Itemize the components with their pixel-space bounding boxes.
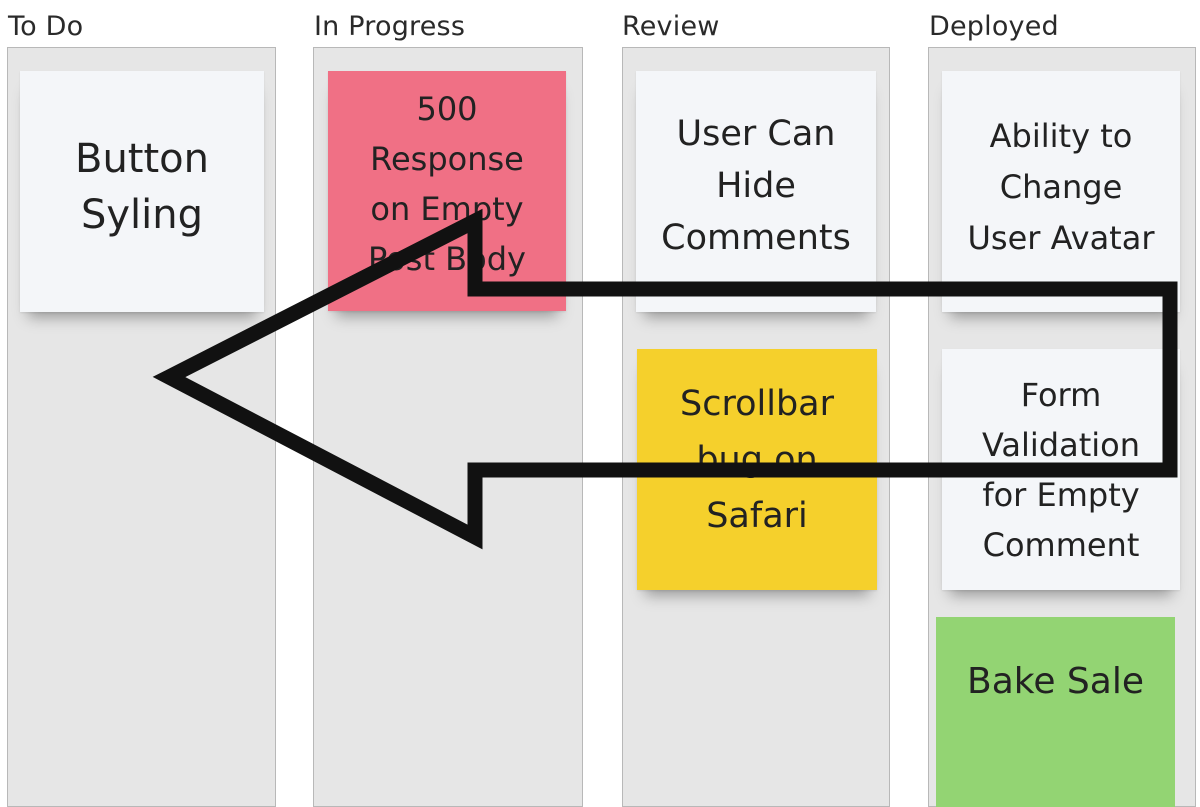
column-title-todo: To Do <box>8 11 84 42</box>
column-title-review: Review <box>622 11 720 42</box>
sticky-note-text: Bake Sale <box>967 661 1144 702</box>
sticky-note-text: Form Validation for Empty Comment <box>981 375 1140 564</box>
sticky-note-form-validation[interactable]: Form Validation for Empty Comment <box>942 349 1180 590</box>
sticky-note-button-styling[interactable]: Button Syling <box>20 71 264 312</box>
column-title-deployed: Deployed <box>929 11 1059 42</box>
sticky-note-text: Ability to Change User Avatar <box>967 117 1155 257</box>
sticky-note-text: 500 Response on Empty Post Body <box>368 90 526 278</box>
sticky-note-text: Button Syling <box>75 135 209 238</box>
sticky-note-scrollbar-bug[interactable]: Scrollbar bug on Safari <box>637 349 877 590</box>
sticky-note-bake-sale[interactable]: Bake Sale <box>936 617 1175 807</box>
sticky-note-user-can-hide-comments[interactable]: User Can Hide Comments <box>636 71 876 312</box>
sticky-note-text: Scrollbar bug on Safari <box>680 383 834 536</box>
sticky-note-text: User Can Hide Comments <box>661 113 851 258</box>
sticky-note-500-response[interactable]: 500 Response on Empty Post Body <box>328 71 566 311</box>
column-title-in-progress: In Progress <box>314 11 466 42</box>
sticky-note-change-user-avatar[interactable]: Ability to Change User Avatar <box>942 71 1180 312</box>
